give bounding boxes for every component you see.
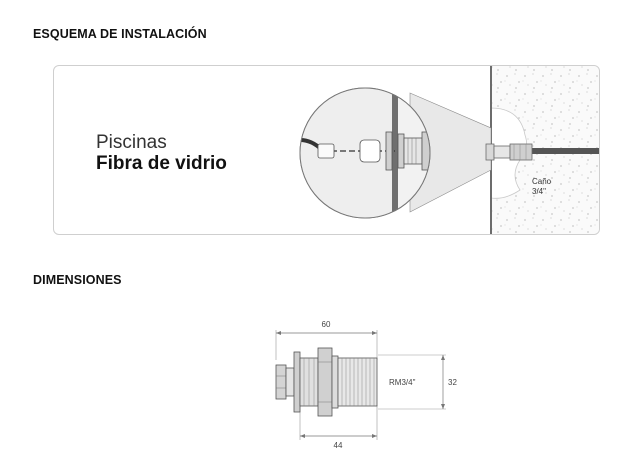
total-length-label: 60 <box>322 320 331 329</box>
dimensions-drawing: 60 44 RM3/4" 32 <box>275 320 457 450</box>
part-flange <box>293 351 301 413</box>
pipe-label-name: Caño <box>532 177 552 186</box>
installation-illustration <box>409 66 599 234</box>
installation-section-title: ESQUEMA DE INSTALACIÓN <box>33 27 207 41</box>
lamp-head <box>317 143 335 159</box>
dimensions-section-title: DIMENSIONES <box>33 273 122 287</box>
pipe-label: Caño 3/4" <box>532 177 551 197</box>
pipe-label-size: 3/4" <box>532 187 546 196</box>
part-cap <box>275 364 287 400</box>
part-nut <box>317 347 333 417</box>
lamp-nut <box>359 139 381 163</box>
magnified-wall <box>392 88 398 218</box>
diameter-label: 32 <box>448 378 457 387</box>
pool-material-label: Fibra de vidrio <box>96 153 227 174</box>
pipe <box>532 148 599 154</box>
body-length-label: 44 <box>334 441 343 450</box>
part-thread <box>337 357 378 407</box>
magnified-fitting-body <box>403 137 423 165</box>
pool-type-label: Piscinas <box>96 132 167 153</box>
thread-size-label: RM3/4" <box>389 378 416 387</box>
small-fitting-flange <box>485 143 495 161</box>
small-fitting-body <box>493 145 511 159</box>
small-fitting-nut <box>509 143 533 161</box>
